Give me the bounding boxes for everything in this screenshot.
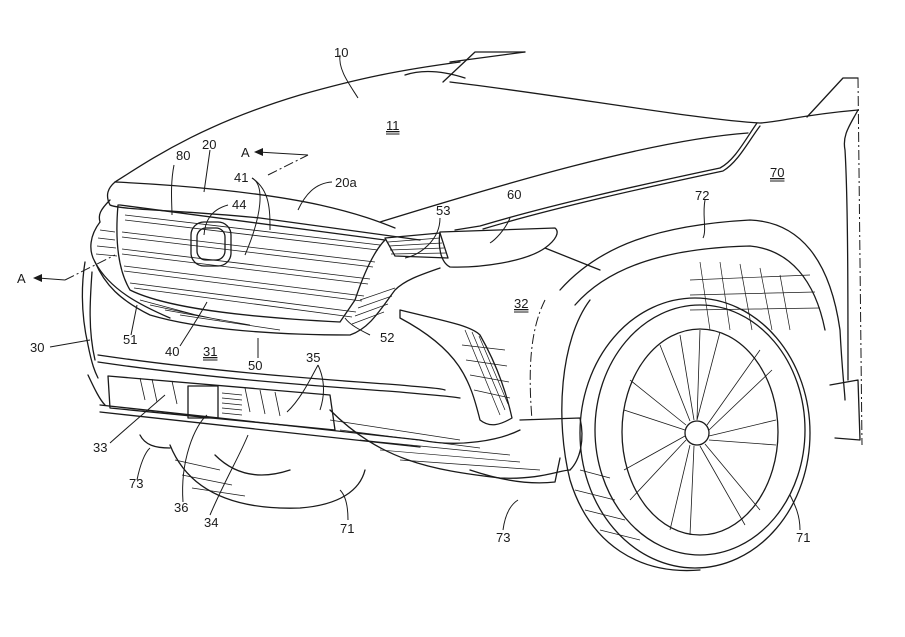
label-80: 80 [176,148,190,163]
label-44: 44 [232,197,246,212]
headlamp [384,227,601,271]
leader-lines [49,54,801,531]
label-53: 53 [436,203,450,218]
label-20: 20 [202,137,216,152]
label-35: 35 [306,350,320,365]
lower-intake [107,375,336,431]
label-20a: 20a [335,175,357,190]
label-31: 31 [203,344,217,359]
label-60: 60 [507,187,521,202]
label-52: 52 [380,330,394,345]
bumper [81,261,583,479]
label-a-top: A [241,145,250,160]
left-wheel [169,444,366,509]
label-32: 32 [514,296,528,311]
grille-bars [121,214,381,318]
label-72: 72 [695,188,709,203]
hood-outline [98,51,863,446]
label-11: 11 [386,118,400,133]
label-73-right: 73 [496,530,510,545]
label-70: 70 [770,165,784,180]
label-51: 51 [123,332,137,347]
wheel-spokes [623,329,777,536]
reference-labels: 10 11 20 20a 30 31 32 33 34 35 36 40 41 … [17,45,810,545]
side-vent [399,309,513,426]
label-40: 40 [165,344,179,359]
label-71-right: 71 [796,530,810,545]
section-line-a [33,148,309,282]
right-wheel [561,297,811,572]
label-41: 41 [234,170,248,185]
label-50: 50 [248,358,262,373]
emblem [190,221,232,267]
label-34: 34 [204,515,218,530]
fender [529,219,861,441]
air-guides [139,434,561,484]
label-10: 10 [334,45,348,60]
label-30: 30 [30,340,44,355]
label-73-left: 73 [129,476,143,491]
label-36: 36 [174,500,188,515]
label-33: 33 [93,440,107,455]
label-71-left: 71 [340,521,354,536]
label-a-left: A [17,271,26,286]
grille-frame [90,221,441,336]
